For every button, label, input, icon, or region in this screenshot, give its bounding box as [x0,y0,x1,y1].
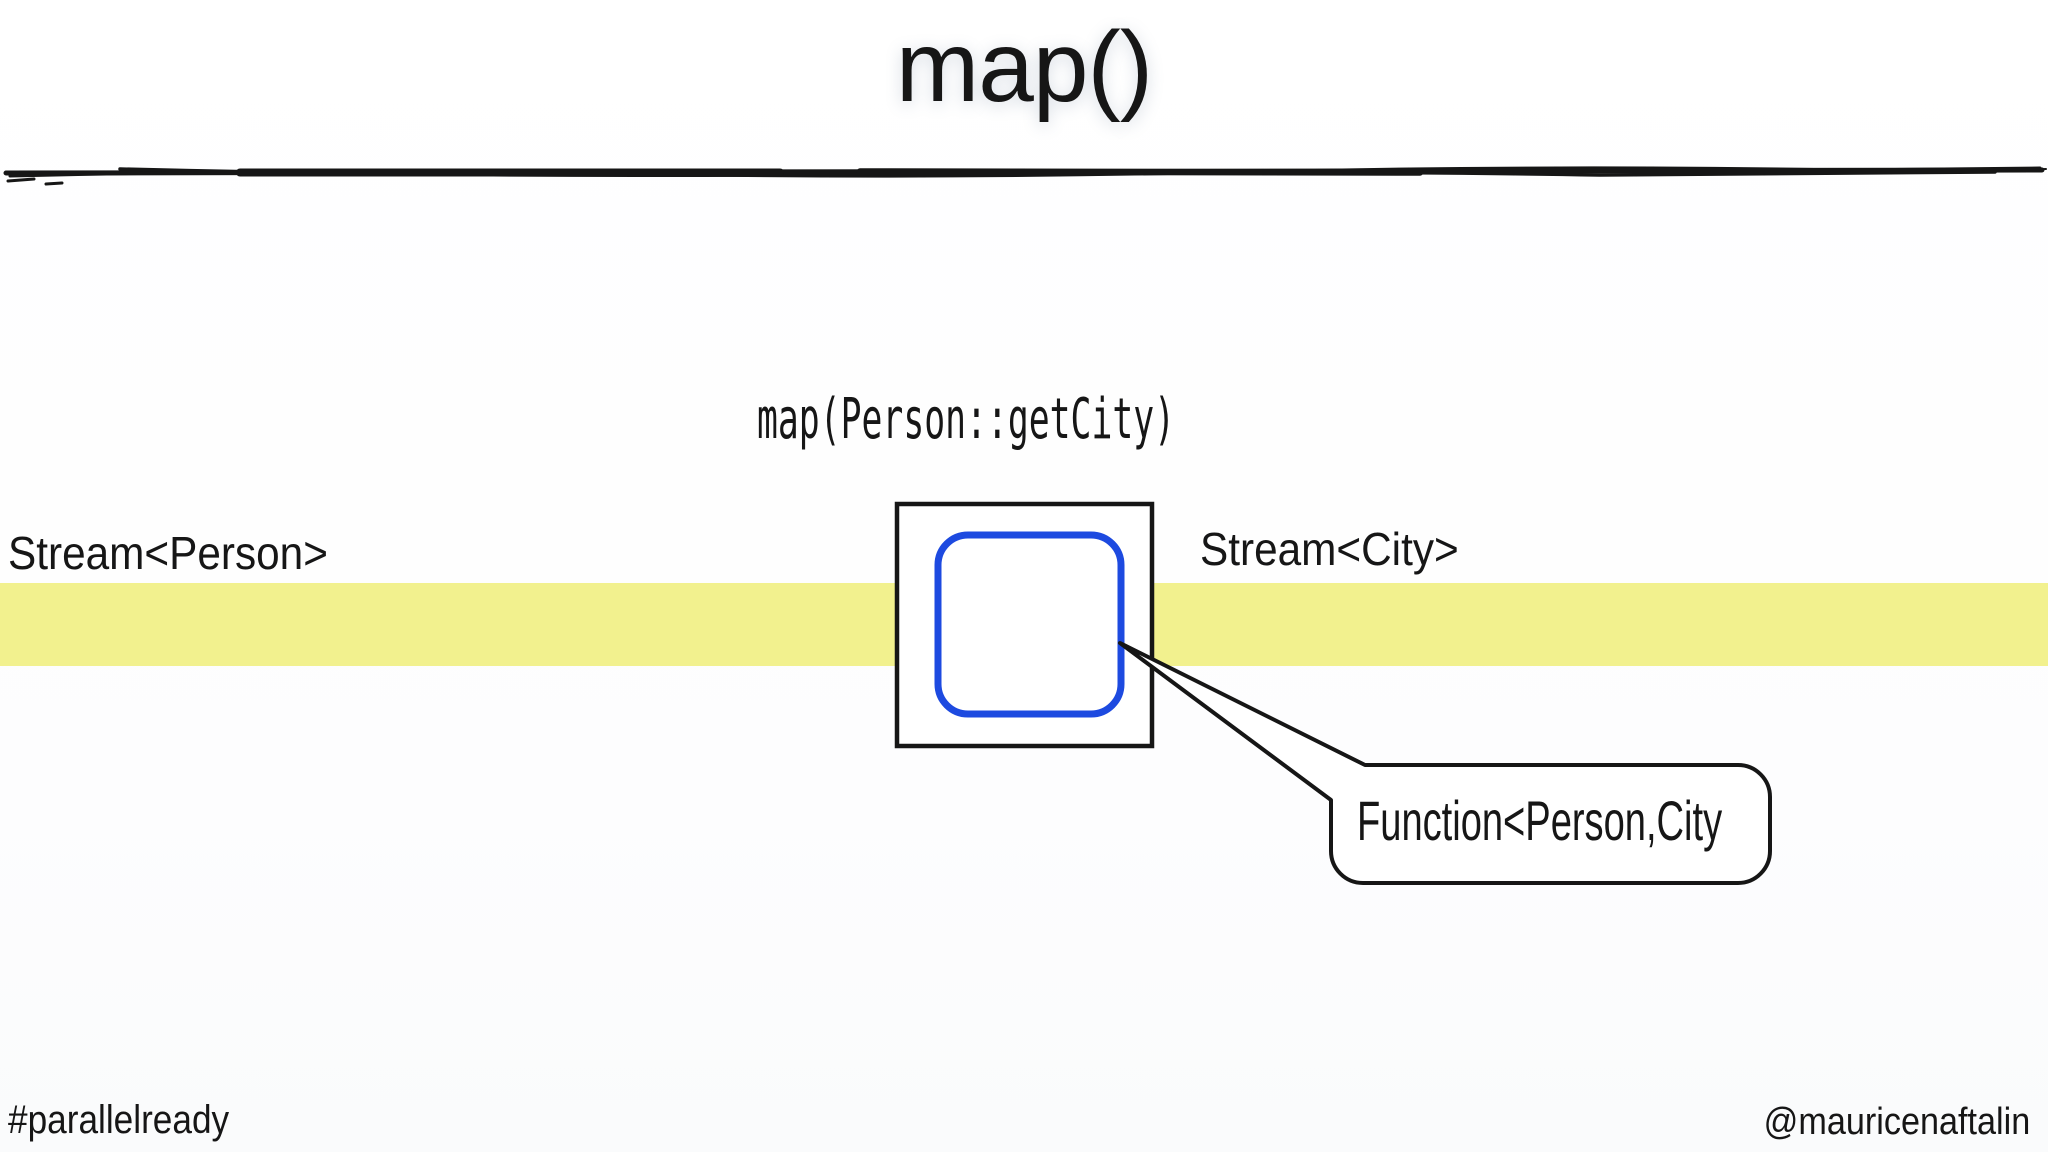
input-stream-label: Stream<Person> [8,527,328,579]
slide-title: map() [895,11,1153,123]
function-shape [934,531,1125,718]
author-handle-footer: @mauricenaftalin [1763,1101,2030,1143]
divider-sketch-line [3,166,2047,186]
callout-label: Function<Person,City [1357,789,1723,852]
callout-bubble [1118,641,1772,885]
hashtag-footer: #parallelready [8,1098,230,1142]
code-annotation: map(Person::getCity) [757,387,1176,452]
output-stream-label: Stream<City> [1200,523,1459,575]
